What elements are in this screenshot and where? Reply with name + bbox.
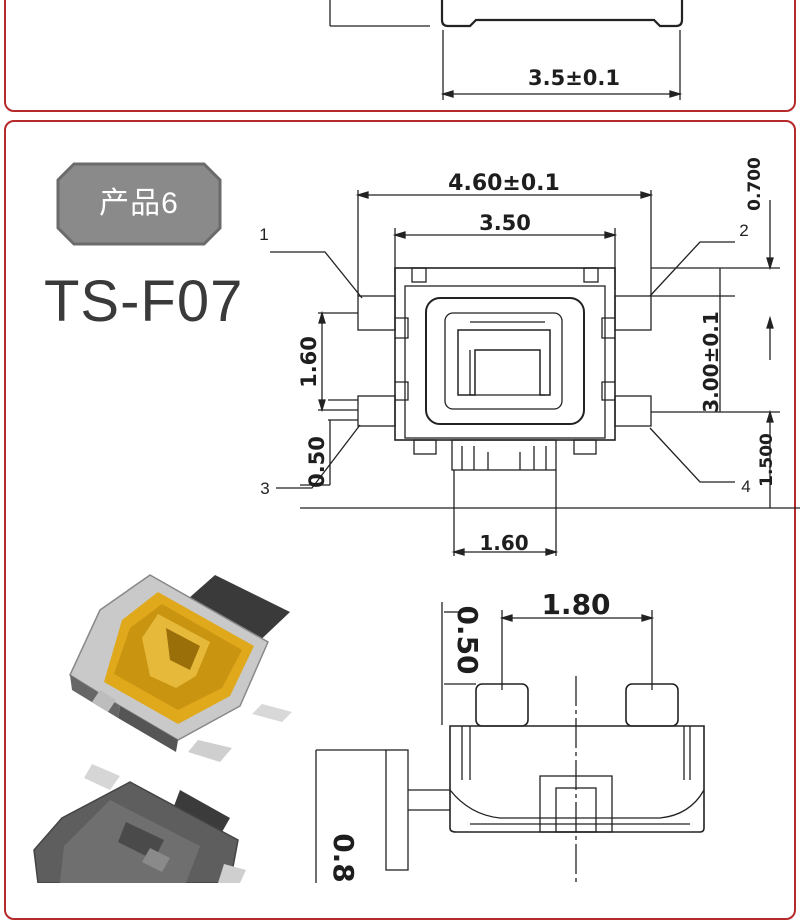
dim-top-offset: 0.700 — [745, 157, 765, 211]
pin-label-4: 4 — [741, 477, 750, 496]
dim-previous-width: 3.5±0.1 — [528, 66, 620, 90]
dim-body-height: 3.00±0.1 — [699, 311, 723, 413]
dim-pad-width: 0.50 — [305, 436, 329, 488]
product-photo-bottom — [33, 764, 246, 883]
previous-product-card — [4, 0, 796, 112]
dim-overall-width: 4.60±0.1 — [448, 171, 560, 196]
model-number: TS-F07 — [44, 269, 244, 334]
dim-actuator-spacing: 1.80 — [541, 588, 610, 621]
product-badge: 产品6 — [99, 187, 179, 220]
dim-actuator-width: 1.60 — [479, 531, 528, 555]
pin-label-3: 3 — [260, 479, 269, 498]
dim-side-offset: 1.500 — [757, 433, 777, 487]
product-badge-shape — [56, 162, 222, 246]
dim-side-body-height: 0.8 — [327, 833, 360, 883]
pin-label-1: 1 — [259, 225, 268, 244]
dim-inner-width: 3.50 — [479, 211, 531, 235]
dim-pin-pitch: 1.60 — [297, 336, 321, 388]
technical-drawing: 3.5±0.1 4.60±0.1 3.50 1.60 0.50 3.00±0.1… — [33, 0, 800, 883]
product-photo-top — [69, 574, 292, 762]
pin-label-2: 2 — [739, 221, 748, 240]
dim-actuator-height: 0.50 — [451, 605, 484, 674]
